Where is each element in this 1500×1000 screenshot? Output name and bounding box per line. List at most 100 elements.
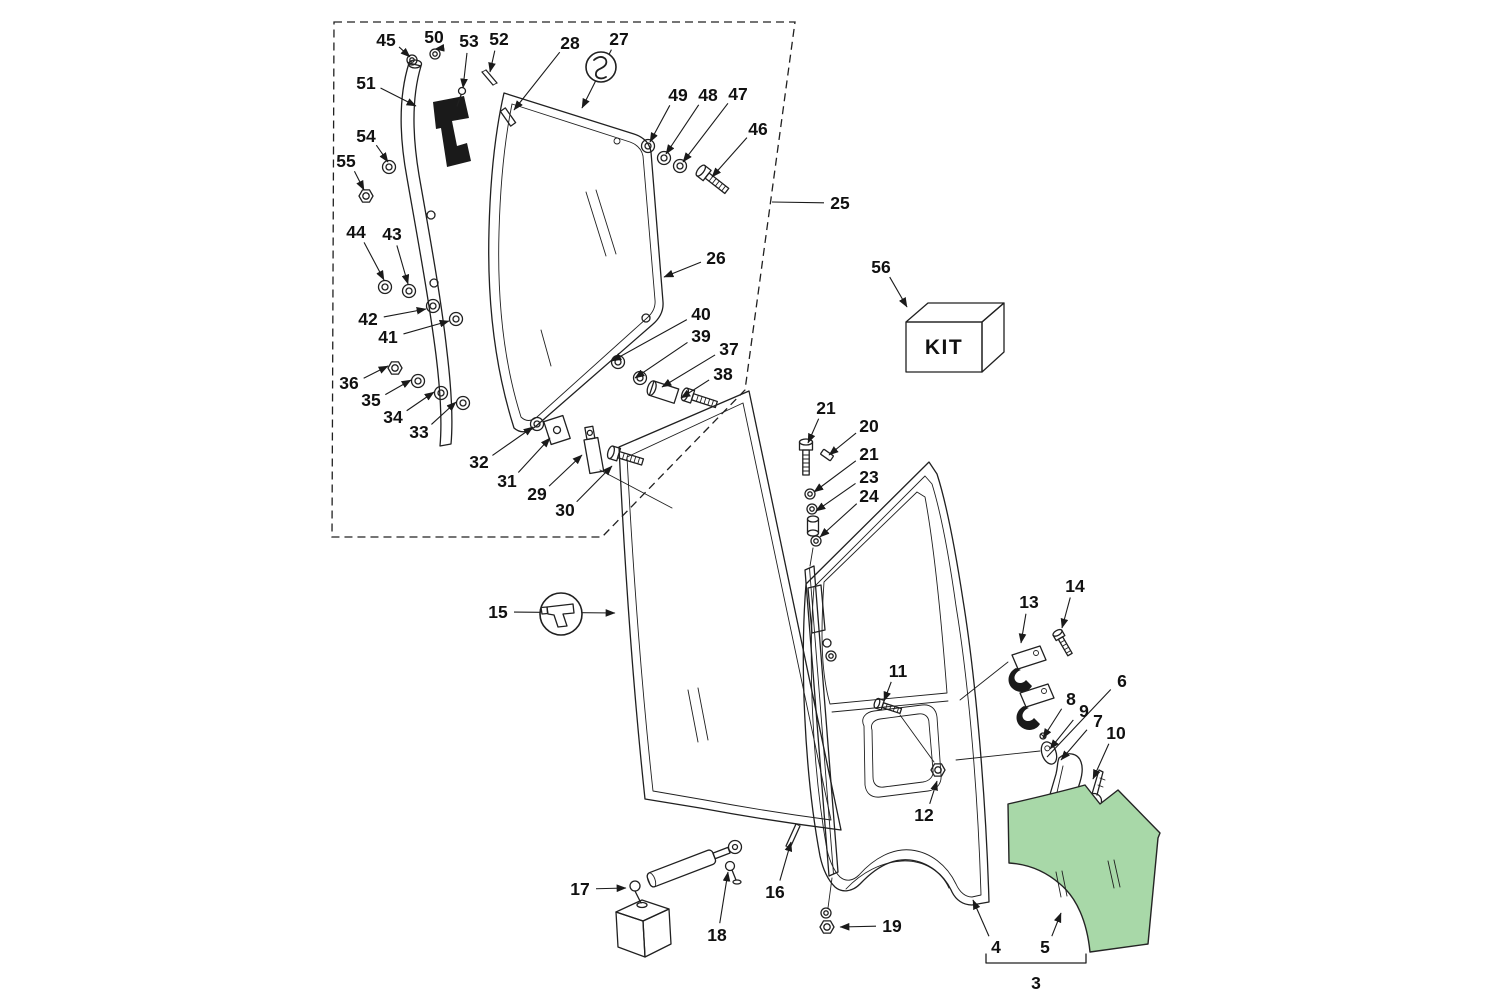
part-label-53: 53 — [459, 31, 479, 51]
nut — [819, 920, 835, 934]
bolt — [605, 444, 646, 469]
leader-line-33 — [431, 401, 457, 425]
part-label-37: 37 — [719, 339, 738, 359]
part-label-11: 11 — [889, 661, 908, 681]
part-label-10: 10 — [1106, 723, 1126, 743]
leader-line-11 — [883, 681, 892, 702]
part-label-41: 41 — [378, 327, 398, 347]
bolt — [1051, 627, 1075, 658]
part-label-20: 20 — [859, 416, 879, 436]
leader-line-25 — [771, 201, 825, 204]
leader-line-55 — [353, 170, 365, 191]
leader-line-34 — [406, 391, 435, 412]
door-glass — [618, 390, 842, 831]
part-label-13: 13 — [1019, 592, 1039, 612]
washer — [825, 650, 837, 662]
gas-strut — [629, 839, 743, 909]
part-label-46: 46 — [748, 119, 768, 139]
part-label-32: 32 — [469, 452, 489, 472]
part-label-48: 48 — [698, 85, 718, 105]
door-frame — [802, 461, 990, 906]
part-label-28: 28 — [560, 33, 580, 53]
part-label-56: 56 — [871, 257, 891, 277]
part-label-6: 6 — [1117, 671, 1127, 691]
part-label-25: 25 — [830, 193, 850, 213]
part-label-23: 23 — [859, 467, 879, 487]
part-label-45: 45 — [376, 30, 396, 50]
part-label-27: 27 — [609, 29, 628, 49]
leader-line-30 — [576, 465, 613, 503]
washer — [640, 138, 656, 154]
part-label-19: 19 — [882, 916, 902, 936]
washer — [804, 488, 816, 500]
leader-line-26 — [663, 261, 702, 278]
leader-line-12 — [929, 780, 938, 804]
washer — [377, 279, 393, 295]
part-label-7: 7 — [1093, 711, 1103, 731]
part-label-33: 33 — [409, 422, 429, 442]
part-label-47: 47 — [728, 84, 747, 104]
glass-run-channel — [804, 547, 839, 934]
leader-line-31 — [517, 437, 551, 473]
leader-line-29 — [548, 454, 583, 487]
bolt — [693, 162, 732, 197]
part-label-38: 38 — [713, 364, 733, 384]
washer — [410, 373, 426, 389]
leader-line-45 — [398, 46, 411, 58]
leader-line-53 — [460, 52, 468, 89]
leader-line-43 — [396, 245, 410, 285]
washer — [810, 535, 822, 547]
spray-gun-icon — [539, 592, 583, 636]
part-label-49: 49 — [668, 85, 688, 105]
strut-bracket — [615, 899, 672, 958]
part-label-30: 30 — [555, 500, 575, 520]
leader-line-16 — [779, 841, 793, 881]
vent-window-frame — [400, 59, 471, 447]
part-label-14: 14 — [1065, 576, 1085, 596]
part-label-43: 43 — [382, 224, 402, 244]
leader-line-4 — [972, 899, 990, 937]
kit-box: KIT — [905, 302, 1005, 373]
spacer — [806, 515, 820, 537]
part-label-40: 40 — [691, 304, 711, 324]
part-label-54: 54 — [356, 126, 376, 146]
part-label-3: 3 — [1031, 973, 1041, 993]
part-label-55: 55 — [336, 151, 356, 171]
ball-stud — [629, 880, 641, 892]
leader-line-7 — [1060, 729, 1088, 761]
leader-line-40 — [611, 319, 688, 362]
part-label-36: 36 — [339, 373, 359, 393]
leader-line-49 — [649, 105, 671, 143]
shim-plate — [543, 414, 571, 446]
part-label-17: 17 — [570, 879, 589, 899]
leader-line-19 — [839, 922, 877, 931]
leader-line-36 — [363, 365, 389, 379]
part-label-21: 21 — [816, 398, 836, 418]
leader-line-14 — [1060, 597, 1071, 629]
leader-line-9 — [1049, 719, 1074, 750]
clip — [820, 448, 834, 462]
part-label-9: 9 — [1079, 701, 1089, 721]
part-label-16: 16 — [765, 882, 785, 902]
leader-line-52 — [488, 50, 496, 73]
leader-line-44 — [363, 242, 385, 281]
leader-line-54 — [375, 144, 389, 163]
leader-line-51 — [380, 87, 417, 107]
washer — [429, 48, 441, 60]
leader-line-10 — [1092, 743, 1110, 780]
grab-pocket — [862, 704, 942, 798]
leader-line-8 — [1042, 708, 1063, 739]
part-label-26: 26 — [706, 248, 726, 268]
leader-line-21 — [813, 460, 857, 493]
small-pin — [481, 69, 498, 86]
washer — [448, 311, 464, 327]
leader-line-41 — [403, 319, 450, 335]
washer — [820, 907, 832, 919]
part-label-34: 34 — [383, 407, 403, 427]
leader-line-21 — [807, 418, 820, 444]
spacer-cylinder — [646, 380, 680, 404]
leader-line-42 — [383, 306, 427, 318]
nut — [387, 361, 403, 375]
group-bracket — [985, 953, 1087, 964]
